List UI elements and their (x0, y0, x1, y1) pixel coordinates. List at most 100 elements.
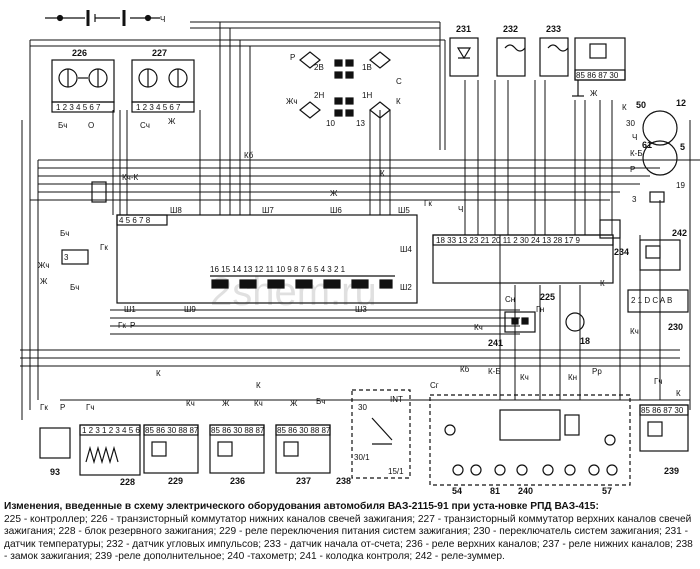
svg-text:226: 226 (72, 48, 87, 58)
svg-text:30: 30 (358, 403, 367, 412)
svg-text:К: К (396, 97, 401, 106)
svg-text:Ш6: Ш6 (330, 206, 342, 215)
sensor-232: 232 (496, 24, 526, 77)
svg-text:К: К (156, 369, 161, 378)
svg-text:2 1 D C A B: 2 1 D C A B (631, 296, 672, 305)
svg-text:К: К (676, 389, 681, 398)
svg-text:1В: 1В (362, 63, 372, 72)
svg-text:225: 225 (540, 292, 555, 302)
svg-text:85 86 87 30: 85 86 87 30 (576, 71, 619, 80)
component-227-switch: 1 2 3 4 5 6 7 227 Сч Ж (131, 48, 195, 130)
svg-text:Ш2: Ш2 (400, 283, 412, 292)
svg-text:230: 230 (668, 322, 683, 332)
svg-text:227: 227 (152, 48, 167, 58)
svg-text:К-Б: К-Б (488, 367, 501, 376)
svg-text:Бч: Бч (60, 229, 69, 238)
svg-text:Ш4: Ш4 (400, 245, 412, 254)
svg-text:5: 5 (680, 142, 685, 152)
svg-text:К: К (600, 279, 605, 288)
mounting-block: 4 5 6 7 8 Ш8 Ш7 Ш6 Ш5 Ш4 Ш3 Ш9 Ш1 Ш2 16 … (116, 206, 418, 314)
svg-text:1 2 3 4 5 6 7: 1 2 3 4 5 6 7 (136, 103, 181, 112)
component-228-reserve-block: 1 2 3 1 2 3 4 5 6 228 Гч (79, 403, 141, 487)
svg-text:231: 231 (456, 24, 471, 34)
ignition-coils: 2В 1В 2Н 1Н 10 13 Р С Жч К (286, 51, 402, 128)
svg-text:85 86 30 88 87: 85 86 30 88 87 (277, 426, 331, 435)
svg-text:Кч: Кч (254, 399, 263, 408)
svg-text:Гк: Гк (424, 199, 432, 208)
watermark: 2shem.ru (210, 270, 377, 314)
svg-text:К: К (622, 103, 627, 112)
svg-text:Ж: Ж (590, 89, 598, 98)
component-238-ignition-lock: 30 INT 30/1 15/1 238 (336, 389, 411, 486)
svg-text:Р: Р (130, 321, 135, 330)
gauge-50: 50 12 (636, 98, 686, 146)
svg-text:Бч: Бч (316, 397, 325, 406)
relay-top-right: 85 86 87 30 (572, 37, 626, 97)
svg-text:Гк: Гк (100, 243, 108, 252)
svg-text:12: 12 (676, 98, 686, 108)
svg-text:236: 236 (230, 476, 245, 486)
left-fuse-box: 3 Бч Бч Жч Ж Гк (38, 181, 108, 292)
svg-text:242: 242 (672, 228, 687, 238)
svg-text:Р: Р (630, 165, 635, 174)
instrument-cluster: 54 81 240 57 Сг Кб К-Б Кч Кн Рр (429, 365, 631, 496)
svg-text:1 2 3 4 5 6 7: 1 2 3 4 5 6 7 (56, 103, 101, 112)
relay-229: 85 86 30 88 87 229 (143, 424, 199, 486)
svg-text:15/1: 15/1 (388, 467, 404, 476)
sensor-233: 233 (539, 24, 569, 77)
svg-text:237: 237 (296, 476, 311, 486)
svg-text:К: К (256, 381, 261, 390)
component-18: 18 (565, 312, 590, 346)
svg-text:Кч: Кч (474, 323, 483, 332)
svg-text:Ч: Ч (160, 15, 165, 24)
svg-text:Ш9: Ш9 (184, 305, 196, 314)
svg-text:Р: Р (60, 403, 65, 412)
figure-caption: Изменения, введенные в схему электрическ… (4, 501, 696, 564)
svg-text:240: 240 (518, 486, 533, 496)
svg-text:Гн: Гн (536, 305, 544, 314)
svg-text:Ш3: Ш3 (355, 305, 367, 314)
svg-text:85 86 30 88 87: 85 86 30 88 87 (211, 426, 265, 435)
svg-text:Кб: Кб (460, 365, 470, 374)
component-225-controller: 18 33 13 23 21 20 11 2 30 24 13 28 17 9 … (432, 234, 614, 304)
svg-text:50: 50 (636, 100, 646, 110)
svg-text:Гк: Гк (118, 321, 126, 330)
svg-text:Гк: Гк (40, 403, 48, 412)
component-226-switch: 1 2 3 4 5 6 7 226 Бч О (51, 48, 115, 130)
svg-text:Сч: Сч (140, 121, 150, 130)
svg-text:Жч: Жч (286, 97, 298, 106)
svg-text:54: 54 (452, 486, 462, 496)
svg-text:2Н: 2Н (314, 91, 324, 100)
svg-text:Р: Р (290, 53, 295, 62)
battery-symbol: Ч (45, 10, 165, 26)
wire-labels: Кб Кч-К Ж К Гк Гк Р К Бч Ж Кч Кч Ж К Кч … (118, 89, 639, 408)
svg-text:Ж: Ж (40, 277, 48, 286)
svg-text:INT: INT (390, 395, 403, 404)
svg-text:Ш7: Ш7 (262, 206, 274, 215)
component-242-buzzer-relay: 242 (639, 228, 687, 271)
svg-text:Сн: Сн (505, 295, 515, 304)
svg-text:18: 18 (580, 336, 590, 346)
caption-text: 225 - контроллер; 226 - транзисторный ко… (4, 513, 693, 563)
svg-text:Жч: Жч (38, 261, 50, 270)
svg-text:238: 238 (336, 476, 351, 486)
svg-text:3: 3 (64, 253, 69, 262)
svg-text:Кб: Кб (244, 151, 254, 160)
svg-text:Ж: Ж (222, 399, 230, 408)
relay-237: 85 86 30 88 87 237 (275, 424, 331, 486)
svg-text:С: С (396, 77, 402, 86)
svg-text:О: О (88, 121, 94, 130)
svg-text:Ж: Ж (168, 117, 176, 126)
svg-text:61: 61 (642, 140, 652, 150)
svg-text:Ш1: Ш1 (124, 305, 136, 314)
svg-text:234: 234 (614, 247, 629, 257)
svg-text:Кч: Кч (520, 373, 529, 382)
svg-text:229: 229 (168, 476, 183, 486)
component-93: 93 Гк Р (39, 403, 71, 477)
svg-text:Ч: Ч (632, 133, 637, 142)
svg-text:233: 233 (546, 24, 561, 34)
svg-text:3: 3 (632, 195, 637, 204)
svg-text:10: 10 (326, 119, 335, 128)
svg-text:К: К (380, 169, 385, 178)
svg-text:Бч: Бч (70, 283, 79, 292)
